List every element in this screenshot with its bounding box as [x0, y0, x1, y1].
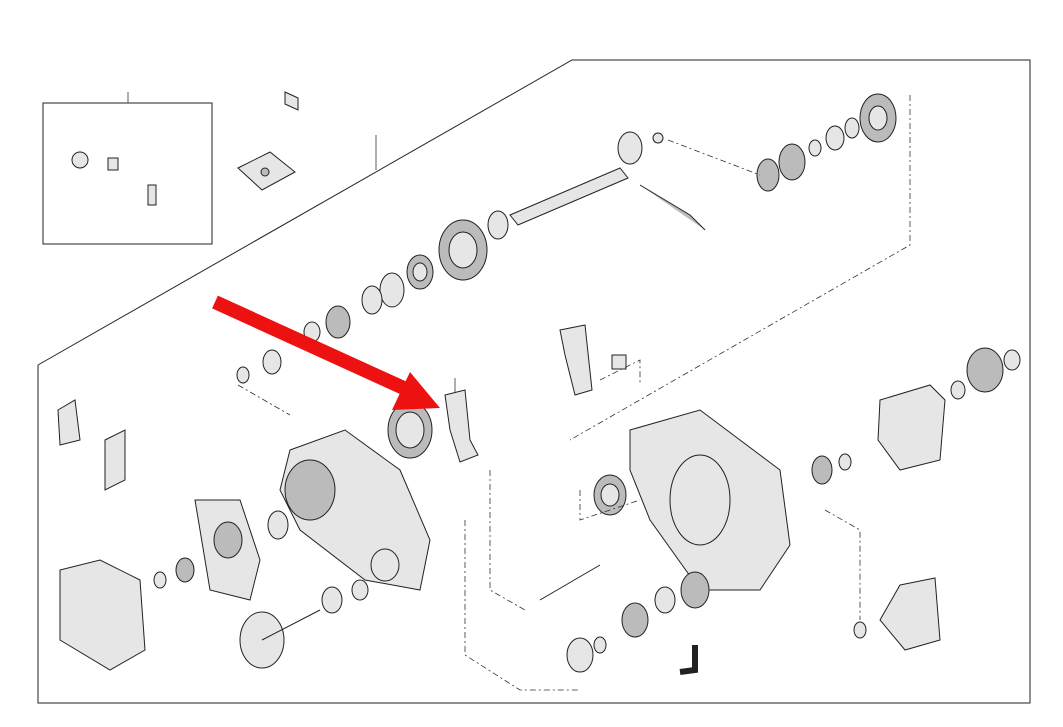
rear-output-assembly — [811, 347, 1021, 485]
assembly-frame — [37, 59, 1031, 704]
chain-part — [679, 645, 698, 675]
shift-rod-part — [71, 151, 191, 231]
left-housing-parts — [57, 399, 369, 671]
red-pointer-arrow — [212, 295, 440, 410]
lower-gear-train — [539, 474, 941, 675]
bracket-part — [284, 91, 299, 111]
shift-fork-assembly — [444, 324, 627, 463]
input-shaft-assembly — [236, 131, 664, 384]
gear-cluster-upper-right — [639, 93, 897, 231]
inset-box — [42, 102, 213, 245]
transfer-case-housing-rear — [629, 409, 791, 591]
transfer-case-housing-front — [279, 401, 433, 591]
